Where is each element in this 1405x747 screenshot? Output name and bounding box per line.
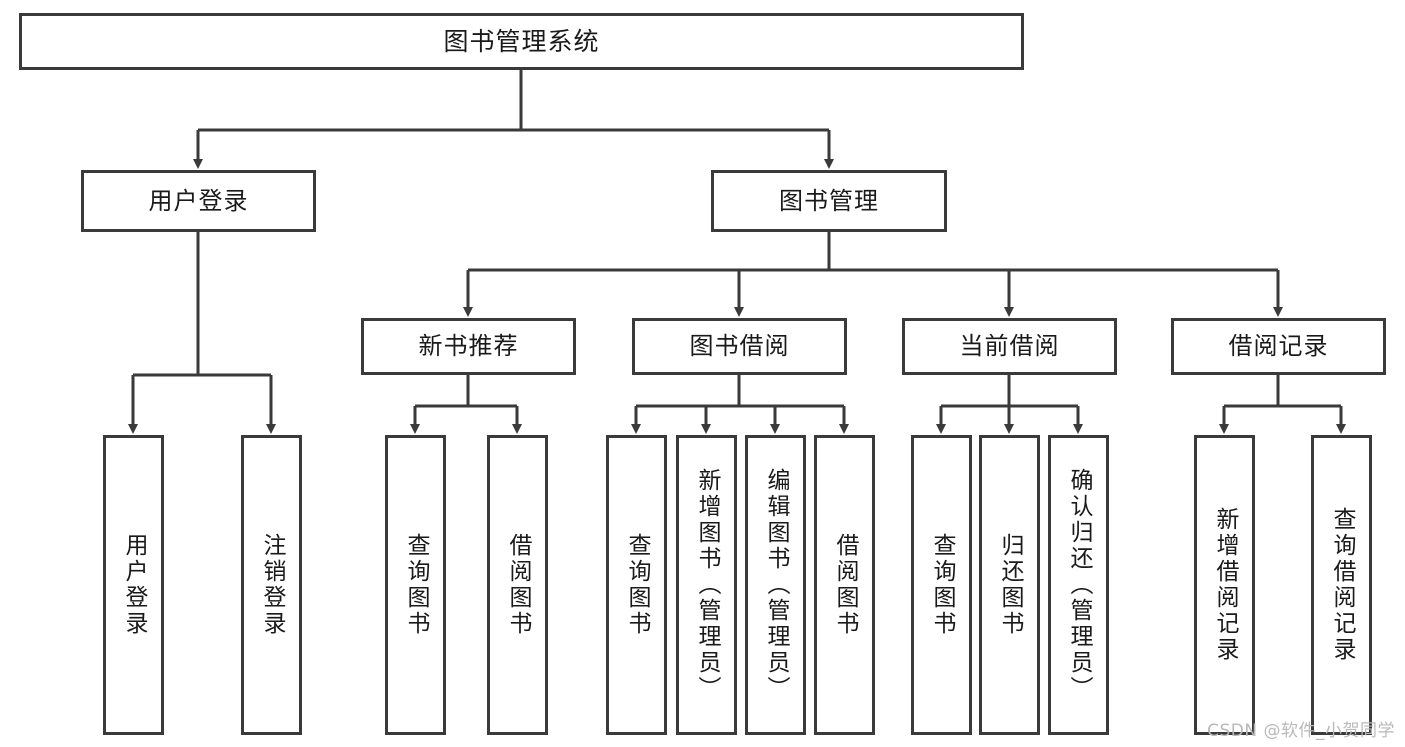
node-new-book-recommendation[interactable]: 新书推荐 <box>361 318 576 375</box>
csdn-watermark: CSDN @软件_小贺同学 <box>1207 721 1395 741</box>
leaf-borrow-edit-book-admin[interactable]: 编辑图书（管理员） <box>745 435 806 735</box>
leaf-current-query-book[interactable]: 查询图书 <box>911 435 972 735</box>
node-user-login[interactable]: 用户登录 <box>81 170 316 232</box>
node-current-borrowing[interactable]: 当前借阅 <box>902 318 1117 375</box>
leaf-current-confirm-return-admin[interactable]: 确认归还（管理员） <box>1048 435 1109 735</box>
node-root-system[interactable]: 图书管理系统 <box>19 13 1024 70</box>
leaf-records-query-record[interactable]: 查询借阅记录 <box>1311 435 1372 735</box>
leaf-user-login-signout[interactable]: 注销登录 <box>241 435 302 735</box>
leaf-new-book-query[interactable]: 查询图书 <box>385 435 446 735</box>
node-borrowing-records[interactable]: 借阅记录 <box>1171 318 1386 375</box>
node-book-borrowing[interactable]: 图书借阅 <box>632 318 847 375</box>
leaf-new-book-borrow[interactable]: 借阅图书 <box>487 435 548 735</box>
leaf-borrow-borrow-book[interactable]: 借阅图书 <box>814 435 875 735</box>
leaf-current-return-book[interactable]: 归还图书 <box>979 435 1040 735</box>
leaf-borrow-query-book[interactable]: 查询图书 <box>606 435 667 735</box>
node-book-management[interactable]: 图书管理 <box>711 170 947 232</box>
leaf-user-login-signin[interactable]: 用户登录 <box>103 435 164 735</box>
leaf-records-add-record[interactable]: 新增借阅记录 <box>1194 435 1255 735</box>
leaf-borrow-add-book-admin[interactable]: 新增图书（管理员） <box>676 435 737 735</box>
